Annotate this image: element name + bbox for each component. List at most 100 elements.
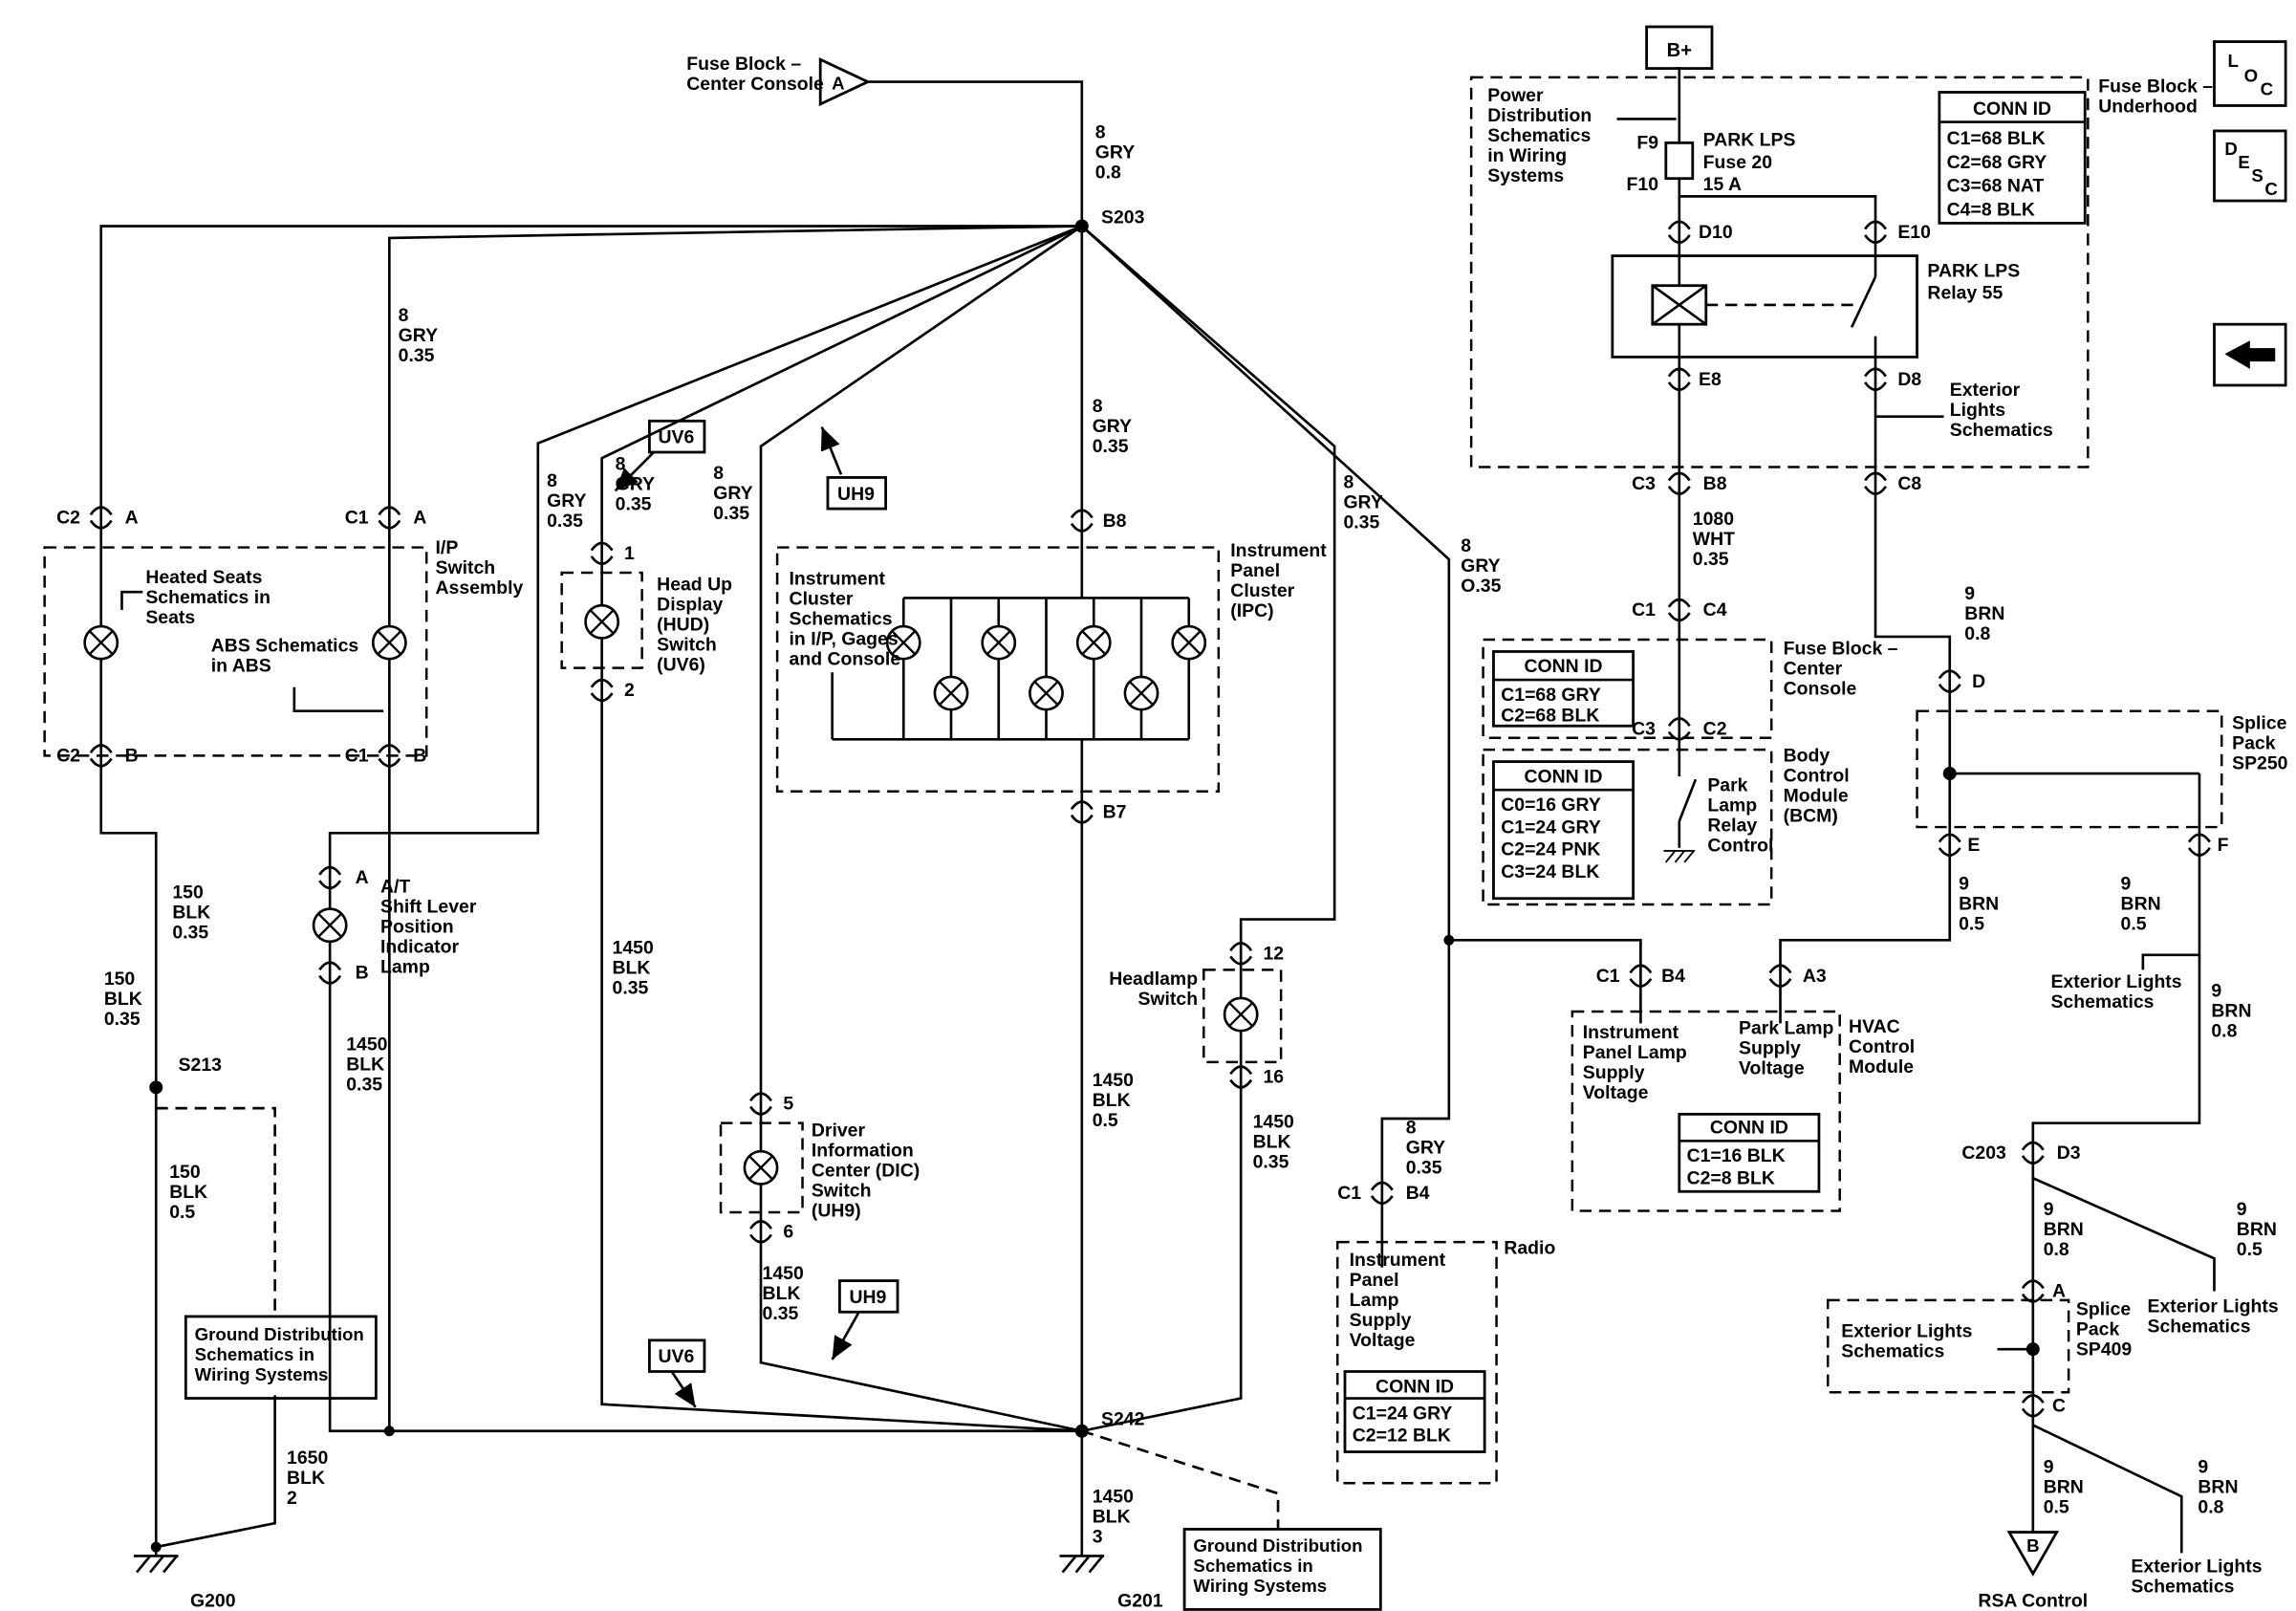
label-at-pin-a: A [356,867,369,888]
back-button[interactable] [2213,322,2287,387]
heated-seats-lamp-icon [83,624,119,661]
connid-cc-box [1492,650,1635,728]
label-loc-l: L [2227,51,2238,71]
wire-s203-to-heated-seats-g200 [99,225,1082,1557]
relay-contact-blade [1850,275,1877,328]
label-radio-b4: B4 [1406,1183,1430,1204]
wire-s203-to-radio [1080,225,1451,1268]
wire-s203-to-hud-s242 [600,225,1083,1433]
label-hvac-b4: B4 [1661,966,1685,987]
label-radio: Radio [1504,1238,1555,1259]
label-hvac-a3: A3 [1803,966,1827,987]
splice-dots [149,219,2040,1553]
label-connid-uh-header: CONN ID [1973,98,2051,120]
headlamp-switch-box [1202,969,1283,1064]
label-sp250-e: E [1967,835,1980,856]
connid-underhood-box [1938,91,2087,225]
loc-button[interactable] [2213,40,2287,107]
b-plus-box [1645,25,1714,70]
uh9-tag-top [826,476,887,511]
label-g201: G201 [1117,1590,1163,1611]
ground-dist-2-box [1182,1528,1382,1611]
dic-switch-box [719,1121,804,1214]
bracket-heated-seats [120,590,143,610]
label-connid-cc-header: CONN ID [1525,656,1603,677]
label-c2a-a: A [125,508,139,529]
label-at-pin-b: B [356,963,369,984]
desc-button[interactable] [2213,129,2287,203]
label-c2b-c2: C2 [56,746,80,767]
label-uh9-bottom: UH9 [850,1287,887,1308]
wires [99,67,2216,1557]
label-hvac-c1: C1 [1596,966,1620,987]
park-lps-relay-internals [1651,255,1877,358]
label-hud-pin2: 2 [624,680,635,701]
ref-s242-to-ground-dist-2 [1081,1429,1280,1530]
wire-sp250-e-to-hvac-a3 [1779,773,1952,1024]
reference-wires [156,1106,1280,1530]
label-f9: F9 [1636,133,1658,154]
wire-sp250-f-to-c203 [2031,773,2201,1183]
label-c1a-c1: C1 [345,508,369,529]
ipc-lamp-7-icon [1171,624,1207,661]
label-d10: D10 [1699,222,1733,243]
label-connid-radio-header: CONN ID [1375,1376,1454,1397]
label-uv6-bottom: UV6 [658,1346,694,1367]
nav-buttons [2213,40,2287,387]
label-c2b-b: B [125,746,139,767]
ipc-lamp-4-icon [1029,675,1064,711]
wire-s203-to-dic-s242 [759,225,1083,1433]
label-cc-c3: C3 [1632,719,1656,740]
sp409-box [1827,1298,2070,1394]
label-fb-c3: C3 [1632,473,1656,494]
headlamp-switch-lamp-icon [1223,996,1259,1033]
dashed-boxes [43,76,2223,1485]
bcm-box [1482,748,1773,906]
splice-s242 [1074,1424,1089,1438]
splice-s213 [149,1080,163,1095]
uv6-tag-bottom [648,1339,706,1373]
ref-s213-to-ground-dist-1 [156,1106,276,1314]
back-arrow-icon[interactable] [2224,340,2276,369]
wire-s203-to-headlamp-s242 [1080,225,1336,1433]
ipc-lamp-bus [831,597,1191,741]
label-d8: D8 [1897,369,1921,390]
tag-arrows [614,426,860,1408]
label-s203: S203 [1101,207,1145,228]
label-uh9-top: UH9 [837,484,875,505]
uv6-bottom-arrow [670,1370,697,1408]
junction-2 [1443,934,1455,946]
